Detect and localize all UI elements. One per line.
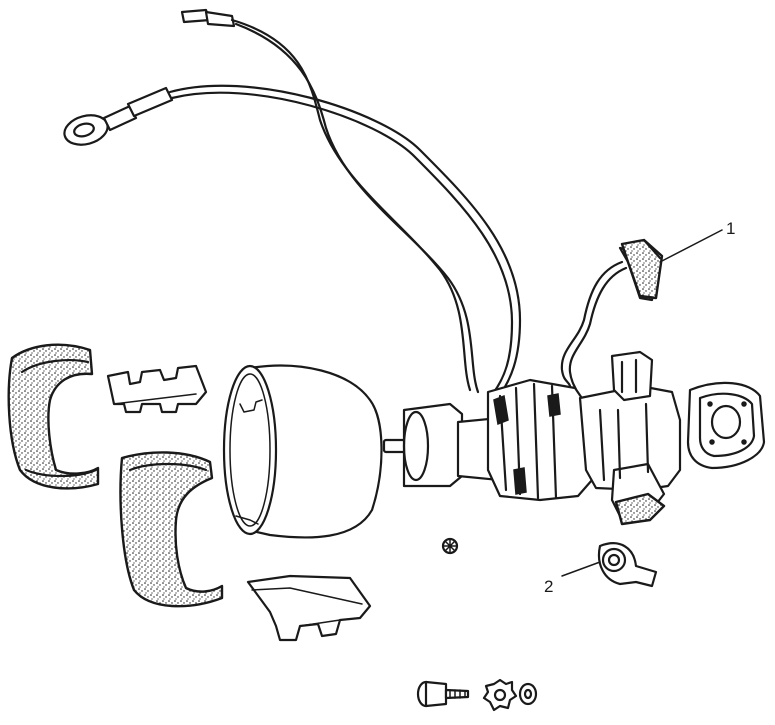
spade-connector <box>180 8 480 394</box>
callout-2: 2 <box>544 561 601 596</box>
end-plate <box>686 381 766 470</box>
end-bell-assembly <box>578 350 682 526</box>
star-washer-small <box>441 537 459 555</box>
callout-2-label: 2 <box>544 577 553 596</box>
spring-clip-upper <box>106 364 208 414</box>
screw <box>416 680 470 708</box>
ring-terminal <box>63 84 522 397</box>
magnet-segment-right <box>119 451 224 608</box>
lock-washer <box>482 678 518 712</box>
flat-washer <box>518 682 538 706</box>
brush-lead <box>560 238 664 398</box>
motor-housing <box>222 364 383 539</box>
armature <box>382 378 594 502</box>
callout-1-label: 1 <box>726 219 735 238</box>
magnet-segment-left <box>7 343 100 490</box>
callout-1: 1 <box>659 219 735 263</box>
lead-wires <box>63 8 522 397</box>
bracket-with-grommet <box>597 542 658 588</box>
spring-clip-lower <box>246 574 372 642</box>
